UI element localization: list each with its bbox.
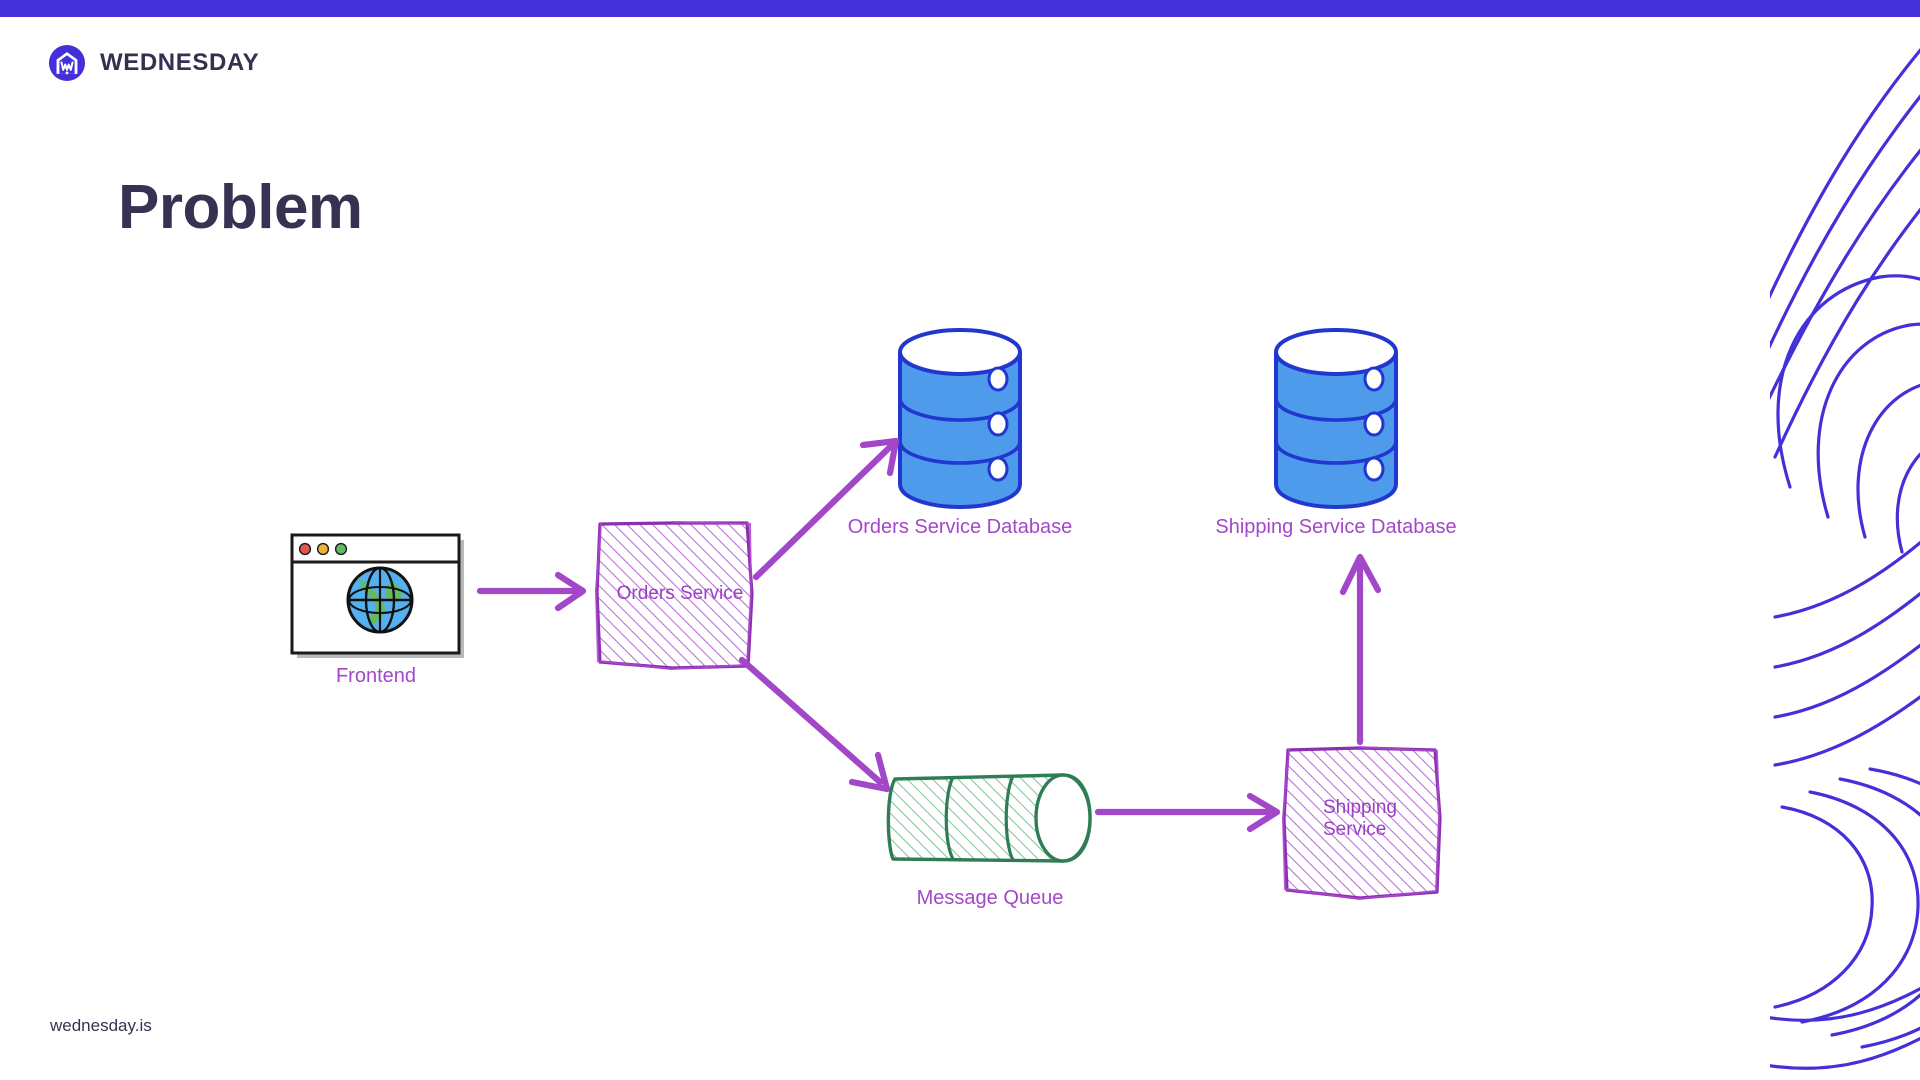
globe-icon bbox=[346, 566, 414, 634]
node-label-orders-service-database: Orders Service Database bbox=[847, 516, 1073, 538]
node-shipping-service[interactable] bbox=[1281, 746, 1442, 901]
traffic-light-yellow bbox=[316, 542, 330, 556]
node-message-queue[interactable] bbox=[886, 773, 1092, 863]
fingerprint-decoration bbox=[1770, 17, 1920, 1080]
top-accent-bar bbox=[0, 0, 1920, 17]
wednesday-w-monogram-icon bbox=[48, 44, 86, 82]
node-label-orders-service: Orders Service bbox=[616, 583, 744, 604]
brand-logo[interactable]: WEDNESDAY bbox=[48, 44, 259, 82]
node-label-message-queue: Message Queue bbox=[916, 887, 1064, 909]
edge-shipping-to-shipping-db bbox=[1339, 553, 1382, 746]
node-label-shipping-service-line1: Shipping bbox=[1323, 797, 1397, 818]
traffic-light-red bbox=[298, 542, 312, 556]
edge-frontend-to-orders bbox=[476, 571, 587, 612]
brand-wordmark: WEDNESDAY bbox=[100, 49, 260, 76]
edge-orders-to-orders-db bbox=[752, 437, 900, 581]
node-label-frontend: Frontend bbox=[335, 665, 417, 687]
node-frontend[interactable] bbox=[290, 533, 464, 658]
edge-orders-to-queue bbox=[738, 656, 891, 793]
edge-queue-to-shipping bbox=[1094, 792, 1281, 833]
footer-url: wednesday.is bbox=[50, 1016, 152, 1035]
fingerprint-arcs-icon bbox=[1770, 48, 1920, 1070]
node-orders-service-database[interactable] bbox=[898, 328, 1022, 510]
node-shipping-service-database[interactable] bbox=[1274, 328, 1398, 510]
page-title: Problem bbox=[118, 173, 363, 242]
node-label-shipping-service-line2: Service bbox=[1323, 819, 1387, 841]
node-orders-service[interactable] bbox=[594, 521, 754, 671]
node-label-shipping-service-database: Shipping Service Database bbox=[1215, 516, 1457, 538]
node-label-shipping-service: Shipping Service bbox=[1323, 797, 1397, 841]
traffic-light-green bbox=[334, 542, 348, 556]
